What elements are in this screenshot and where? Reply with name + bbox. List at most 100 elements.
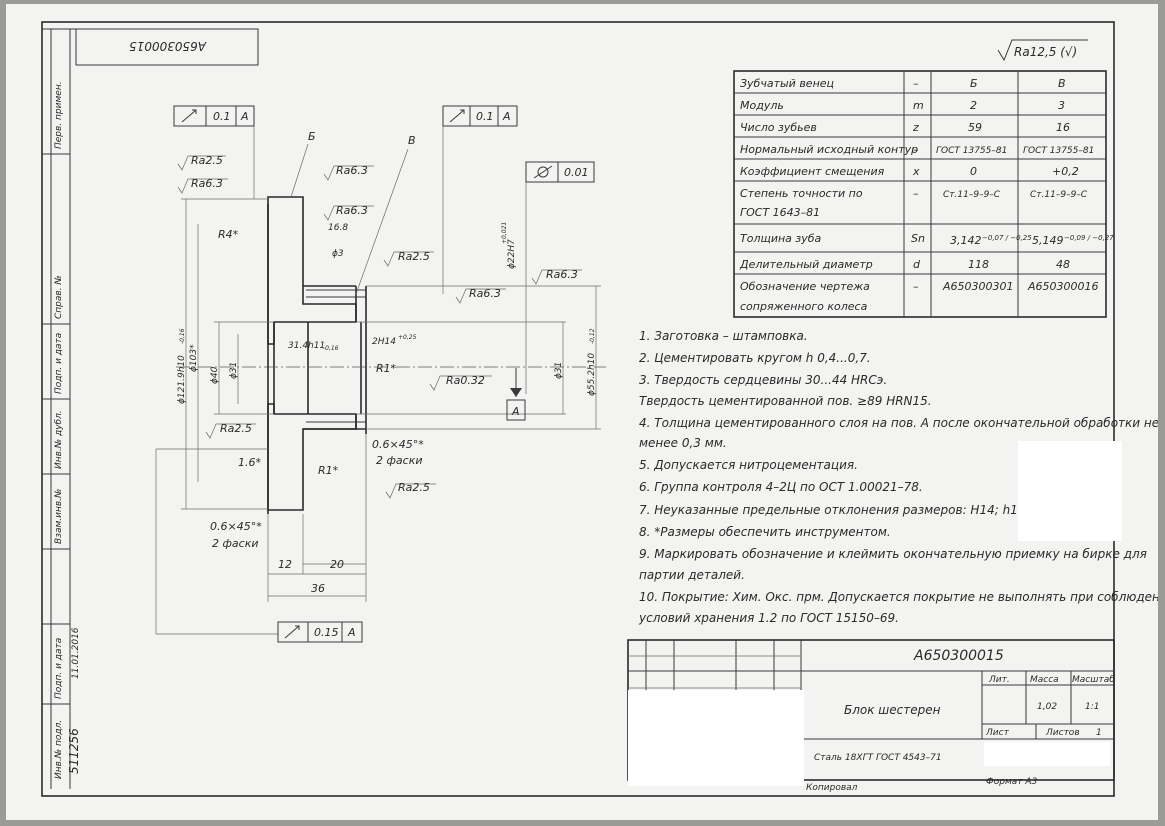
svg-text:A: A bbox=[502, 110, 511, 123]
svg-text:ϕ103*: ϕ103* bbox=[189, 344, 199, 372]
svg-text:+0,25: +0,25 bbox=[398, 334, 417, 341]
part-section-view bbox=[155, 116, 606, 635]
svg-text:Ст.11–9–9–С: Ст.11–9–9–С bbox=[1030, 190, 1088, 200]
param-name-6: Толщина зуба bbox=[740, 232, 822, 245]
param-name-3: Нормальный исходный контур bbox=[740, 143, 918, 156]
rotated-stamp-box bbox=[75, 28, 259, 66]
redaction-patch bbox=[1018, 441, 1122, 541]
svg-text:R4*: R4* bbox=[218, 228, 239, 241]
redaction-patch bbox=[628, 690, 804, 786]
note-line: менее 0,3 мм. bbox=[639, 436, 727, 450]
side-columns: Перв. примен. Справ. № Подп. и дата Инв.… bbox=[42, 81, 81, 779]
svg-text:Ra6.3: Ra6.3 bbox=[469, 287, 501, 300]
side-col-1: Справ. № bbox=[54, 275, 64, 319]
svg-text:-0,16: -0,16 bbox=[179, 328, 186, 344]
param-name-7: Делительный диаметр bbox=[739, 258, 873, 271]
technical-notes: 1. Заготовка – штамповка. 2. Цементирова… bbox=[638, 329, 1158, 625]
svg-text:Sn: Sn bbox=[911, 232, 925, 245]
svg-text:59: 59 bbox=[968, 121, 982, 134]
svg-text:А650300301: А650300301 bbox=[942, 280, 1014, 293]
svg-text:0.6×45°*: 0.6×45°* bbox=[210, 520, 262, 533]
sign-date: 11.01.2016 bbox=[71, 627, 81, 679]
svg-text:Лит.: Лит. bbox=[988, 675, 1010, 685]
title-designation: А650300015 bbox=[913, 648, 1004, 664]
svg-text:118: 118 bbox=[968, 258, 989, 271]
note-line: 3. Твердость сердцевины 30...44 HRCэ. bbox=[639, 373, 887, 387]
drawing-sheet: Перв. примен. Справ. № Подп. и дата Инв.… bbox=[6, 4, 1158, 820]
svg-text:2H14: 2H14 bbox=[372, 337, 396, 347]
svg-text:x: x bbox=[912, 165, 920, 178]
svg-text:Ra6.3: Ra6.3 bbox=[546, 268, 578, 281]
svg-text:R1*: R1* bbox=[376, 362, 397, 375]
svg-text:1: 1 bbox=[1096, 728, 1102, 738]
note-line: Твердость цементированной пов. ≥89 HRN15… bbox=[639, 394, 932, 408]
svg-text:ϕ55.2h10: ϕ55.2h10 bbox=[587, 353, 597, 396]
redaction-patch bbox=[984, 742, 1110, 766]
svg-text:−0,07 / −0,25: −0,07 / −0,25 bbox=[982, 234, 1032, 242]
side-col-0: Перв. примен. bbox=[54, 81, 64, 149]
side-col-4: Взам.инв.№ bbox=[54, 489, 64, 544]
drawing-frame bbox=[41, 21, 1115, 797]
svg-text:0.1: 0.1 bbox=[476, 110, 494, 123]
svg-text:В: В bbox=[408, 134, 416, 147]
note-line: 10. Покрытие: Хим. Окс. прм. Допускается… bbox=[639, 590, 1158, 604]
svg-text:–: – bbox=[913, 280, 919, 293]
note-line: 6. Группа контроля 4–2Ц по ОСТ 1.00021–7… bbox=[639, 480, 923, 494]
svg-text:сопряженного колеса: сопряженного колеса bbox=[740, 300, 868, 313]
svg-text:Ra2.5: Ra2.5 bbox=[220, 422, 252, 435]
svg-text:Масштаб: Масштаб bbox=[1072, 675, 1115, 685]
svg-text:В: В bbox=[1058, 77, 1066, 90]
side-col-6: Инв.№ подл. bbox=[54, 720, 64, 779]
svg-text:-0,16: -0,16 bbox=[323, 345, 339, 352]
svg-text:d: d bbox=[913, 258, 921, 271]
svg-text:5,149: 5,149 bbox=[1032, 234, 1064, 247]
svg-text:12: 12 bbox=[278, 558, 292, 571]
svg-text:2 фаски: 2 фаски bbox=[212, 537, 258, 550]
svg-text:A: A bbox=[511, 405, 520, 418]
title-material: Сталь 18ХГТ ГОСТ 4543–71 bbox=[814, 753, 942, 763]
svg-text:31.4h11: 31.4h11 bbox=[288, 341, 325, 351]
runout-tolerance-top-left: 0.1 A bbox=[173, 105, 255, 127]
svg-text:Ra2.5: Ra2.5 bbox=[398, 481, 430, 494]
svg-text:–: – bbox=[913, 143, 919, 156]
svg-text:16.8: 16.8 bbox=[328, 223, 348, 233]
svg-text:+0,2: +0,2 bbox=[1052, 165, 1079, 178]
svg-text:z: z bbox=[912, 121, 919, 134]
svg-text:0.1: 0.1 bbox=[213, 110, 231, 123]
cylindricity-tolerance: 0.01 bbox=[525, 161, 595, 183]
svg-text:Ra12,5 (√): Ra12,5 (√) bbox=[1014, 45, 1077, 59]
general-roughness: Ra12,5 (√) bbox=[997, 39, 1088, 62]
svg-text:+0,021: +0,021 bbox=[501, 222, 508, 244]
param-name-8: Обозначение чертежа bbox=[740, 280, 870, 293]
param-name-5: Степень точности по bbox=[740, 187, 863, 200]
note-line: 9. Маркировать обозначение и клеймить ок… bbox=[639, 547, 1147, 561]
svg-text:20: 20 bbox=[330, 558, 344, 571]
note-line: 7. Неуказанные предельные отклонения раз… bbox=[639, 503, 1074, 517]
svg-text:3: 3 bbox=[1058, 99, 1065, 112]
inventory-number: 511256 bbox=[67, 728, 81, 774]
svg-text:0: 0 bbox=[970, 165, 977, 178]
svg-text:16: 16 bbox=[1056, 121, 1070, 134]
drawing-annotations: Б В R4* Ra2.5 Ra6.3 Ra6.3 Ra6.3 16.8 ϕ3 … bbox=[177, 130, 597, 595]
svg-text:m: m bbox=[913, 99, 924, 112]
svg-text:2: 2 bbox=[970, 99, 977, 112]
svg-text:Ra0.32: Ra0.32 bbox=[446, 374, 485, 387]
svg-text:Ra6.3: Ra6.3 bbox=[191, 177, 223, 190]
svg-text:0.6×45°*: 0.6×45°* bbox=[372, 438, 424, 451]
param-name-1: Модуль bbox=[740, 99, 784, 112]
svg-text:Копировал: Копировал bbox=[806, 783, 858, 793]
svg-text:Ra6.3: Ra6.3 bbox=[336, 164, 368, 177]
svg-text:1.6*: 1.6* bbox=[238, 456, 261, 469]
side-col-2: Подп. и дата bbox=[54, 333, 64, 394]
side-col-3: Инв.№ дубл. bbox=[54, 410, 64, 469]
svg-text:ϕ121.9h10: ϕ121.9h10 bbox=[177, 355, 187, 404]
svg-text:–: – bbox=[913, 77, 919, 90]
svg-text:Формат А3: Формат А3 bbox=[986, 777, 1038, 787]
svg-text:ϕ31: ϕ31 bbox=[229, 362, 239, 379]
svg-text:ϕ31: ϕ31 bbox=[554, 362, 564, 379]
title-block: А650300015 Блок шестерен Сталь 18ХГТ ГОС… bbox=[627, 639, 1115, 793]
technical-drawing: Перв. примен. Справ. № Подп. и дата Инв.… bbox=[41, 21, 1158, 797]
svg-text:ГОСТ 13755–81: ГОСТ 13755–81 bbox=[936, 146, 1007, 156]
svg-text:А650300016: А650300016 bbox=[1027, 280, 1099, 293]
svg-text:ϕ3: ϕ3 bbox=[332, 249, 344, 259]
